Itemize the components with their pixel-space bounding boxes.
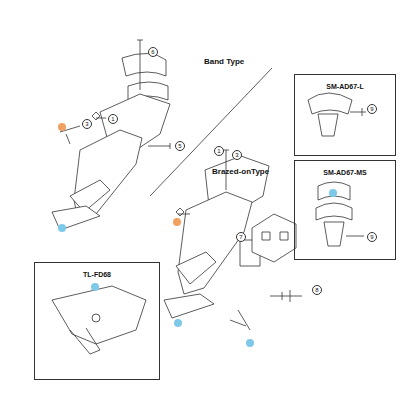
part-name: SM-AD67-MS bbox=[321, 169, 369, 176]
callout-number: 5 bbox=[175, 141, 185, 151]
callout-number: 6 bbox=[148, 47, 158, 57]
band-type-derailleur bbox=[52, 40, 170, 230]
callout-number: 1 bbox=[108, 114, 118, 124]
adapter-ms bbox=[316, 182, 364, 246]
callout-number: 9 bbox=[367, 104, 377, 114]
inset-box: SM-AD67-MS bbox=[294, 160, 396, 260]
part-name: SM-AD67-L bbox=[324, 83, 365, 90]
callout-number: 3 bbox=[82, 119, 92, 129]
brazed-on-derailleur bbox=[164, 150, 302, 330]
part-name: TL-FD68 bbox=[81, 271, 113, 278]
tool-fd68 bbox=[52, 286, 146, 354]
inset-box: TL-FD68 bbox=[34, 262, 160, 380]
section-heading: Band Type bbox=[204, 57, 244, 66]
section-heading: Brazed-onType bbox=[212, 167, 269, 176]
callout-number: 8 bbox=[312, 285, 322, 295]
callout-number: 9 bbox=[367, 232, 377, 242]
callout-number: 3 bbox=[232, 150, 242, 160]
callout-number: 1 bbox=[214, 146, 224, 156]
callout-number: 7 bbox=[236, 232, 246, 242]
inset-box: SM-AD67-L bbox=[294, 74, 396, 156]
adapter-l bbox=[308, 93, 366, 136]
